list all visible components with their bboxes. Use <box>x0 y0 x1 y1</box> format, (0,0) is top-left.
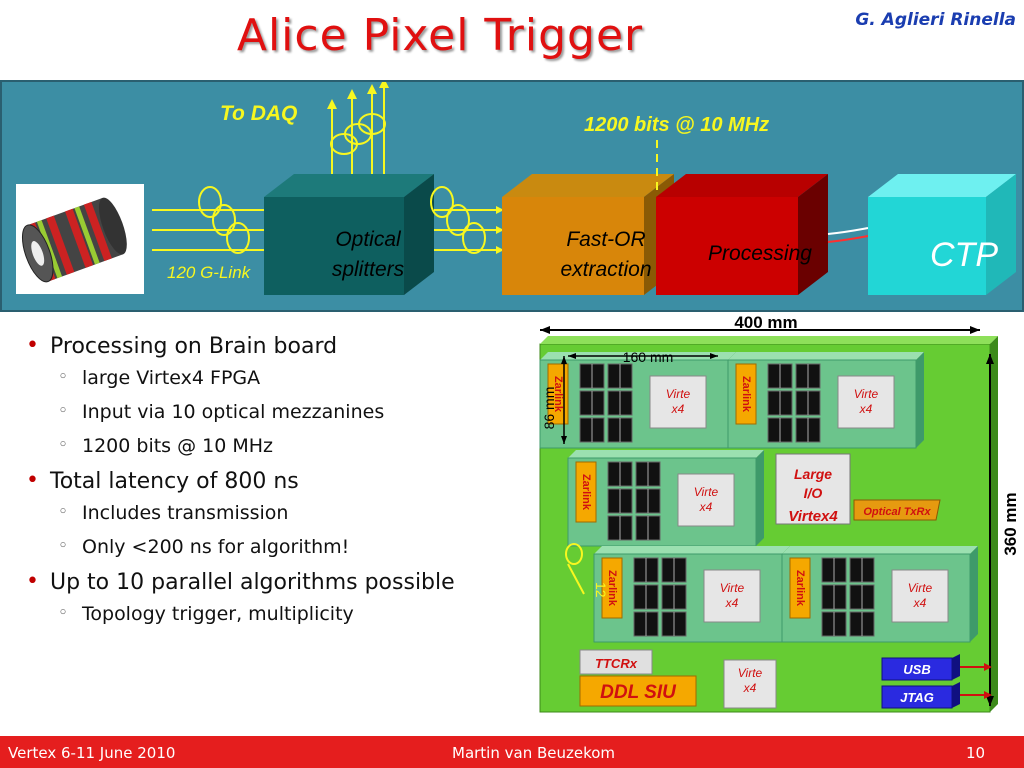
trigger-chain-diagram: 120 G-Link To DAQ Optical splitters <box>16 78 1016 295</box>
zarlink-label: Zarlink <box>580 474 592 511</box>
slide-title: Alice Pixel Trigger <box>236 10 644 61</box>
ctp-link <box>827 227 869 243</box>
optical-txrx <box>853 499 941 521</box>
sub-bullet: 1200 bits @ 10 MHz <box>18 435 538 457</box>
processing-box <box>656 174 828 295</box>
mid-fibers <box>430 186 502 254</box>
mezzanine-module: Zarlink Virtex4 <box>539 352 736 449</box>
sub-bullet: Input via 10 optical mezzanines <box>18 401 538 423</box>
footer-event: Vertex 6-11 June 2010 <box>8 744 176 762</box>
optical-txrx-label: Optical TxRx <box>863 506 931 518</box>
fast-or-label-1: Fast-OR <box>566 228 645 251</box>
large-io-virtex4 <box>775 453 851 525</box>
virtex4-label-1: Virte <box>854 387 879 401</box>
fast-or-label-2: extraction <box>560 258 651 281</box>
mezzanine-module: Zarlink Virtex4 <box>781 546 978 643</box>
width-label: 400 mm <box>734 314 797 332</box>
fast-or-box <box>502 174 674 295</box>
zarlink-label: Zarlink <box>552 376 564 413</box>
sub-height-label: 86 mm <box>541 387 557 430</box>
bullet-latency: Total latency of 800 ns <box>18 468 538 494</box>
bullet-algorithms: Up to 10 parallel algorithms possible <box>18 569 538 595</box>
sub-bullet: Includes transmission <box>18 502 538 524</box>
pixel-detector-image <box>16 184 144 294</box>
virtex4-label-2: x4 <box>913 596 927 610</box>
optical-splitters-label-1: Optical <box>335 228 402 251</box>
zarlink-label: Zarlink <box>606 570 618 607</box>
virtex4-label-1: Virte <box>908 581 933 595</box>
virtex4-label-1: Virte <box>666 387 691 401</box>
zarlink-label: Zarlink <box>794 570 806 607</box>
to-daq-arrowheads <box>327 78 389 109</box>
footer-bar: Vertex 6-11 June 2010 Martin van Beuzeko… <box>0 736 1024 768</box>
ddl-siu-label: DDL SIU <box>600 682 677 703</box>
virtex-bottom <box>723 659 777 709</box>
virtex4-label-1: Virte <box>694 485 719 499</box>
processing-label: Processing <box>708 242 812 265</box>
bullet-processing: Processing on Brain board <box>18 333 538 359</box>
zarlink-label: Zarlink <box>740 376 752 413</box>
mezzanine-module: Zarlink Virtex4 <box>567 450 764 547</box>
ctp-label: CTP <box>930 236 998 274</box>
fiber-loop <box>565 543 583 565</box>
rate-label: 1200 bits @ 10 MHz <box>584 114 769 136</box>
virtex4-chip <box>649 375 707 429</box>
fiber-count-label: 12 <box>593 582 609 598</box>
ttcrx-chip <box>579 649 653 675</box>
glink-label: 120 G-Link <box>167 263 252 282</box>
virtex4-label-2: x4 <box>725 596 739 610</box>
zarlink-chip <box>735 363 757 425</box>
virtex4-label-1: Virte <box>720 581 745 595</box>
mezzanine-module: Zarlink Virtex4 <box>727 352 924 449</box>
ctp-box <box>868 174 1016 295</box>
footer-page-number: 10 <box>966 744 986 762</box>
sub-bullet: large Virtex4 FPGA <box>18 367 538 389</box>
zarlink-chip <box>575 461 597 523</box>
virtex4-chip <box>703 569 761 623</box>
input-fibers <box>152 186 264 254</box>
virtex4-label-2: x4 <box>859 402 873 416</box>
sub-bullet: Topology trigger, multiplicity <box>18 603 538 625</box>
large-io-label-3: Virtex4 <box>788 508 838 525</box>
virtex4-chip <box>891 569 949 623</box>
optical-splitters-box <box>264 174 434 295</box>
zarlink-chip <box>601 557 623 619</box>
virtex-bottom-label-2: x4 <box>743 681 757 695</box>
trigger-chain-panel: 120 G-Link To DAQ Optical splitters <box>0 78 1024 312</box>
large-io-label-1: Large <box>794 466 832 482</box>
virtex-bottom-label-1: Virte <box>738 666 763 680</box>
usb-label: USB <box>903 662 930 677</box>
ttcrx-label: TTCRx <box>595 656 638 671</box>
bullet-list: Processing on Brain board large Virtex4 … <box>18 333 538 637</box>
virtex4-label-2: x4 <box>671 402 685 416</box>
author-name: G. Aglieri Rinella <box>855 10 1016 30</box>
optical-splitters-label-2: splitters <box>332 258 405 281</box>
sub-width-label: 160 mm <box>623 349 674 365</box>
virtex4-chip <box>837 375 895 429</box>
large-io-label-2: I/O <box>804 485 823 501</box>
height-label: 360 mm <box>1001 492 1020 555</box>
virtex4-label-2: x4 <box>699 500 713 514</box>
jtag-label: JTAG <box>900 690 934 705</box>
zarlink-chip <box>789 557 811 619</box>
ddl-siu <box>579 675 697 707</box>
mid-arrowheads <box>496 206 504 254</box>
mezzanine-module: Zarlink Virtex4 <box>593 546 790 643</box>
to-daq-label: To DAQ <box>220 102 297 125</box>
virtex4-chip <box>677 473 735 527</box>
footer-presenter: Martin van Beuzekom <box>452 744 616 762</box>
sub-bullet: Only <200 ns for algorithm! <box>18 536 538 558</box>
to-daq-fibers <box>330 84 386 177</box>
zarlink-chip <box>547 363 569 425</box>
